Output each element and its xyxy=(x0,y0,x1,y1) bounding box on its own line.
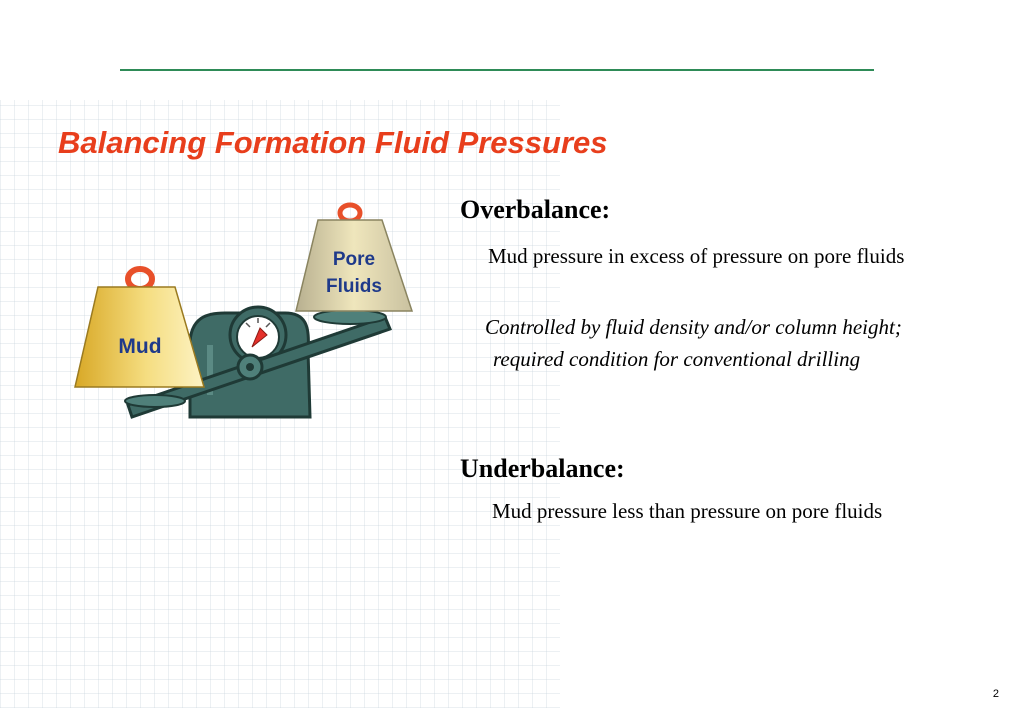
overbalance-text-2: Controlled by fluid density and/or colum… xyxy=(485,315,902,371)
scale-beam xyxy=(124,309,393,419)
pore-fluids-label-line1: Pore xyxy=(333,249,375,270)
pore-fluids-label-line2: Fluids xyxy=(326,276,382,297)
balance-scale-illustration: Mud Pore Fluids xyxy=(74,202,414,419)
slide-title: Balancing Formation Fluid Pressures xyxy=(58,125,608,160)
underbalance-text-1: Mud pressure less than pressure on pore … xyxy=(492,499,883,523)
overbalance-heading: Overbalance: xyxy=(460,195,611,224)
page-number: 2 xyxy=(992,688,999,700)
underbalance-heading: Underbalance: xyxy=(460,454,625,483)
top-divider-line xyxy=(120,69,874,71)
mud-weight-label: Mud xyxy=(118,335,161,358)
mud-weight xyxy=(74,266,205,388)
overbalance-text-1: Mud pressure in excess of pressure on po… xyxy=(488,244,905,268)
pore-fluids-weight xyxy=(295,202,414,312)
